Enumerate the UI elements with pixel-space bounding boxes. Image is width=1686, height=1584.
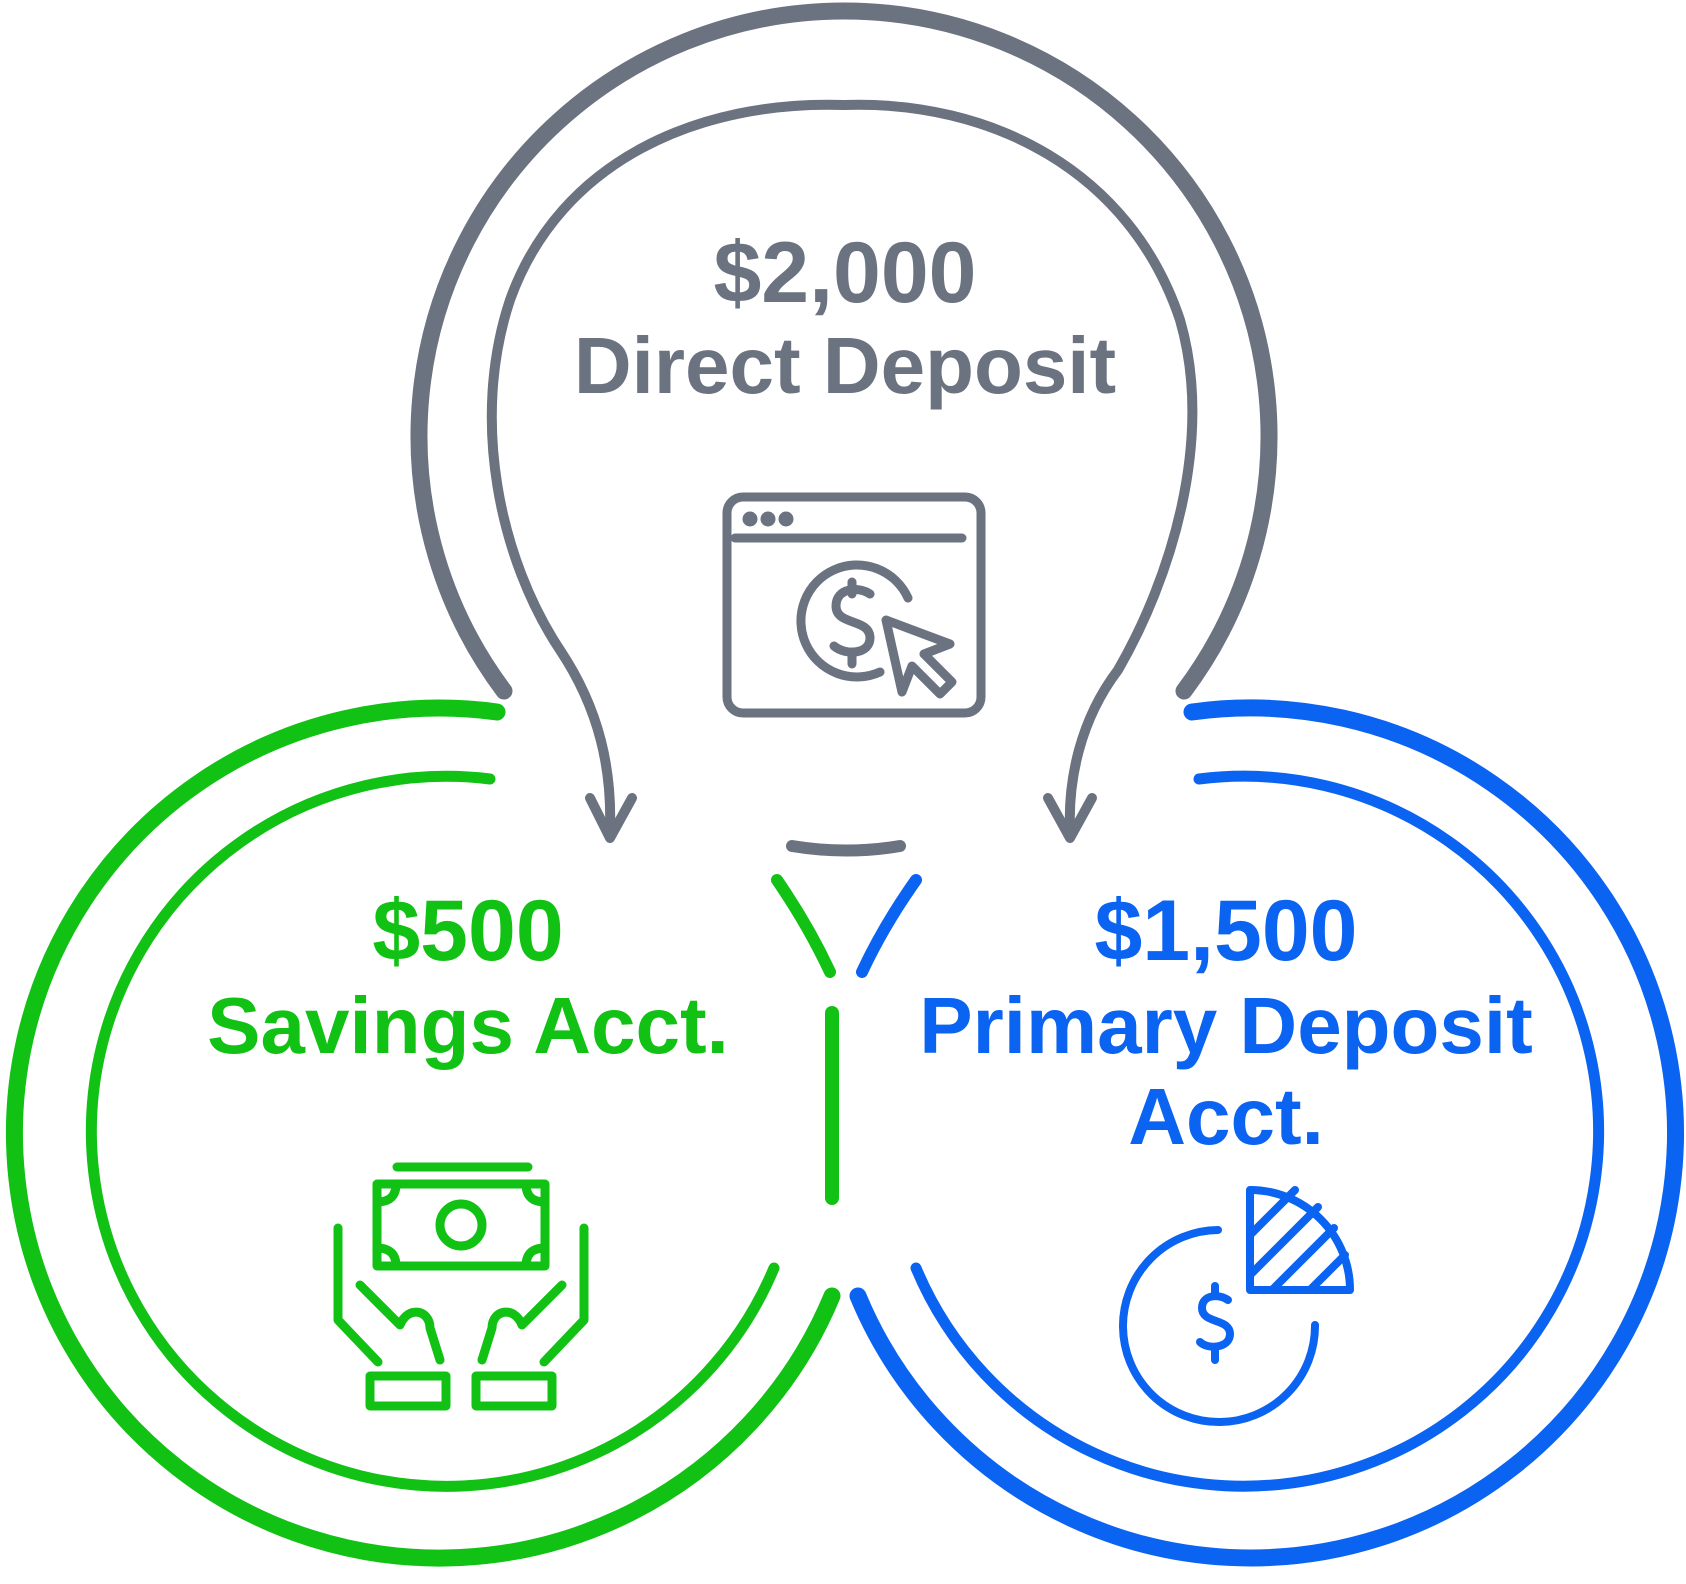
- savings-amount: $500: [372, 883, 563, 979]
- arrowhead-primary-icon: [1043, 793, 1097, 843]
- direct-deposit-label: Direct Deposit: [574, 321, 1116, 410]
- savings-rings: [6, 699, 841, 1567]
- center-blue-branch: [856, 874, 922, 978]
- savings-outer-ring: [6, 699, 841, 1567]
- primary-outer-ring: [849, 699, 1684, 1567]
- primary-rings: [849, 699, 1684, 1567]
- primary-label-line1: Primary Deposit: [919, 981, 1533, 1070]
- center-gray-bar: [786, 840, 906, 857]
- arrowhead-savings-icon: [585, 793, 637, 843]
- flow-arrow-to-savings: [486, 99, 849, 835]
- primary-amount: $1,500: [1094, 883, 1357, 979]
- primary-label-line2: Acct.: [1128, 1072, 1324, 1161]
- dollar-pie-chart-icon: [1119, 1186, 1354, 1426]
- flow-arrow-to-primary: [839, 99, 1198, 835]
- primary-inner-ring: [910, 770, 1605, 1492]
- direct-deposit-outer-ring: [410, 2, 1278, 700]
- hands-holding-cash-icon: [333, 1162, 589, 1411]
- browser-dollar-cursor-icon: [722, 492, 986, 718]
- direct-deposit-amount: $2,000: [713, 225, 976, 321]
- direct-deposit-rings: [410, 2, 1278, 857]
- savings-inner-ring: [85, 770, 780, 1492]
- savings-label: Savings Acct.: [207, 981, 729, 1070]
- center-green-branch: [771, 874, 836, 978]
